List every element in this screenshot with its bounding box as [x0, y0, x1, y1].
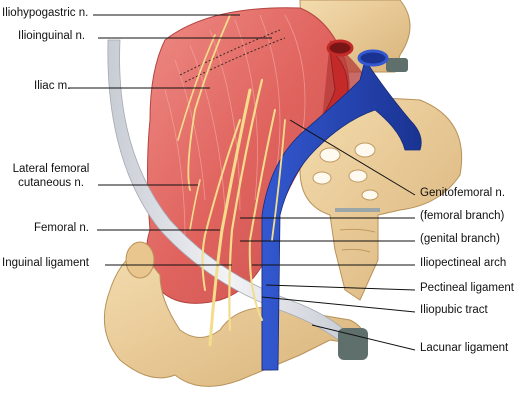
lacunar-ligament	[338, 328, 368, 360]
label-iliohypogastric-nerve: Iliohypogastric n.	[2, 7, 89, 19]
label-lateral-femoral-line2: cutaneous n.	[18, 177, 84, 189]
vein-cut-end	[357, 49, 389, 67]
label-genital-branch: (genital branch)	[420, 233, 500, 245]
sacrum-bone	[299, 97, 463, 301]
artery-cut-end	[326, 39, 354, 57]
nerves	[177, 14, 286, 347]
label-iliac-muscle: Iliac m.	[34, 80, 71, 92]
label-femoral-branch: (femoral branch)	[420, 210, 505, 222]
label-ilioinguinal-nerve: Ilioinguinal n.	[18, 30, 86, 42]
label-femoral-nerve: Femoral n.	[34, 222, 89, 234]
label-pectineal-ligament: Pectineal ligament	[420, 282, 514, 294]
label-iliopectineal-arch: Iliopectineal arch	[420, 257, 507, 269]
label-lacunar-ligament: Lacunar ligament	[420, 342, 509, 354]
label-genitofemoral-nerve: Genitofemoral n.	[420, 187, 506, 199]
hip-bone	[103, 241, 364, 387]
label-lateral-femoral-line1: Lateral femoral	[12, 163, 90, 175]
label-iliopubic-tract: Iliopubic tract	[420, 304, 488, 316]
label-inguinal-ligament: Inguinal ligament	[2, 257, 89, 269]
leader-lines	[68, 14, 416, 351]
